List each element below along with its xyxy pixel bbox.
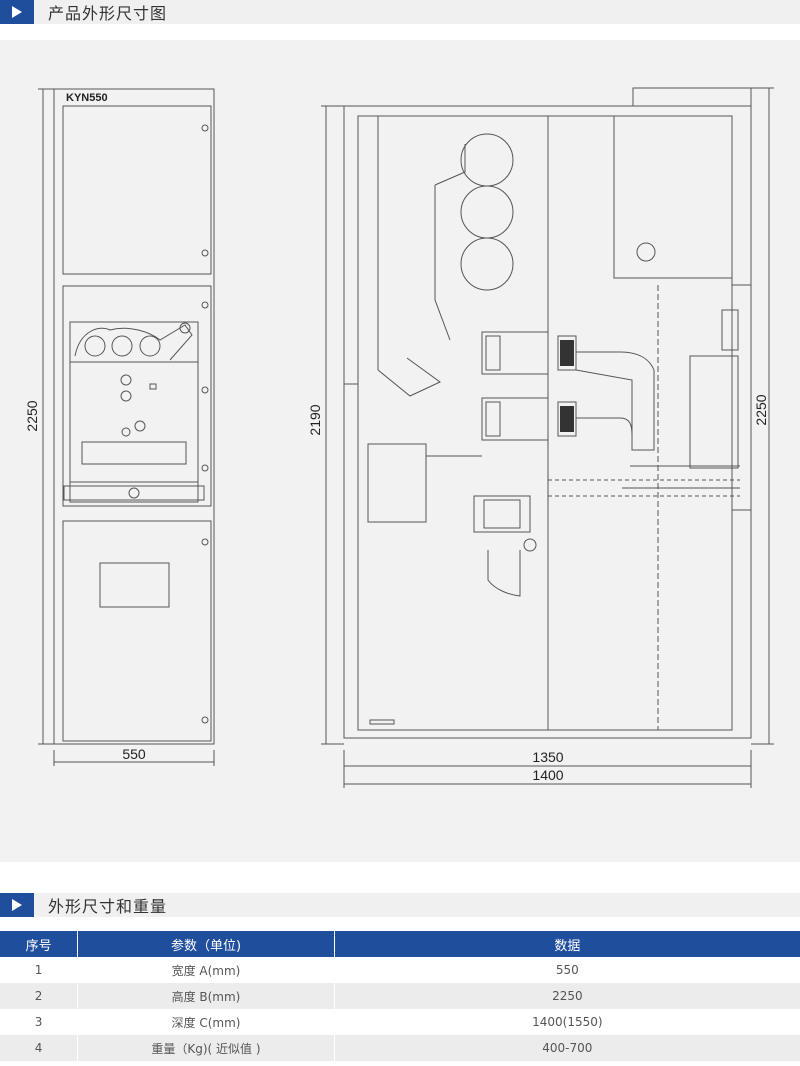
side-height-right-label: 2250 xyxy=(753,394,769,425)
front-middle-panel xyxy=(62,285,212,507)
spec-table: 序号 参数（单位) 数据 1 宽度 A(mm) 550 2 高度 B(mm) 2… xyxy=(0,931,800,1061)
row-param: 深度 C(mm) xyxy=(77,1009,335,1035)
table-row: 4 重量（Kg)( 近似值 ) 400-700 xyxy=(0,1035,800,1061)
row-param: 重量（Kg)( 近似值 ) xyxy=(77,1035,335,1061)
header-no: 序号 xyxy=(0,931,79,957)
header-value: 数据 xyxy=(334,931,800,957)
section-header-dimensions: 产品外形尺寸图 xyxy=(0,0,800,24)
row-value: 2250 xyxy=(334,983,800,1009)
play-arrow-icon xyxy=(0,893,34,917)
table-row: 2 高度 B(mm) 2250 xyxy=(0,983,800,1009)
model-label: KYN550 xyxy=(66,92,108,104)
front-width-label: 550 xyxy=(122,746,146,762)
play-arrow-icon xyxy=(0,0,34,24)
front-height-label: 2250 xyxy=(24,400,40,431)
section-header-weight: 外形尺寸和重量 xyxy=(0,893,800,917)
front-window xyxy=(99,562,170,608)
table-row: 1 宽度 A(mm) 550 xyxy=(0,957,800,983)
row-no: 2 xyxy=(0,983,79,1009)
table-header-row: 序号 参数（单位) 数据 xyxy=(0,931,800,957)
row-param: 宽度 A(mm) xyxy=(77,957,335,983)
front-upper-panel xyxy=(62,105,212,275)
side-depth-outer-label: 1400 xyxy=(532,767,563,783)
row-param: 高度 B(mm) xyxy=(77,983,335,1009)
row-no: 3 xyxy=(0,1009,79,1035)
front-lower-panel xyxy=(62,520,212,742)
table-row: 3 深度 C(mm) 1400(1550) xyxy=(0,1009,800,1035)
side-height-left-label: 2190 xyxy=(307,404,323,435)
side-outline xyxy=(343,105,752,739)
section-title: 产品外形尺寸图 xyxy=(48,4,168,23)
row-value: 400-700 xyxy=(334,1035,800,1061)
dimension-drawing: KYN550 2250 550 2190 2250 1350 1400 xyxy=(0,40,800,862)
section-title: 外形尺寸和重量 xyxy=(48,897,168,916)
front-outline xyxy=(53,88,215,745)
row-value: 550 xyxy=(334,957,800,983)
cabinet-drawing-svg: KYN550 2250 550 2190 2250 1350 1400 xyxy=(24,87,774,788)
row-no: 4 xyxy=(0,1035,79,1061)
row-value: 1400(1550) xyxy=(334,1009,800,1035)
row-no: 1 xyxy=(0,957,79,983)
side-depth-inner-label: 1350 xyxy=(532,749,563,765)
header-param: 参数（单位) xyxy=(77,931,335,957)
